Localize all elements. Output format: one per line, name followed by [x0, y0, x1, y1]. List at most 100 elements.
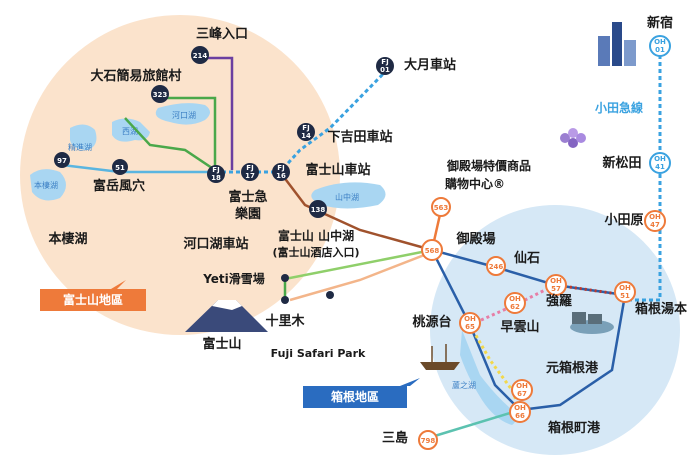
pirate-ship-icon [420, 344, 460, 370]
kawaguchiko-lake [155, 103, 210, 125]
narusawa-label: 富岳風穴 [93, 178, 145, 194]
kawaguchiko-marker[interactable]: FJ 18 [207, 165, 225, 183]
hakonemachi-label: 箱根町港 [548, 420, 601, 436]
motohakone-marker[interactable]: OH 67 [511, 379, 533, 401]
narusawa-marker[interactable]: 51 [112, 159, 128, 175]
shinmatsuda-marker[interactable]: OH 41 [649, 152, 671, 174]
fujisan-marker[interactable]: FJ 16 [272, 163, 290, 181]
gotemba-label: 御殿場 [455, 231, 495, 247]
kawaguchiko-lake-label: 河口湖 [172, 110, 196, 120]
odawara-code-num: 47 [650, 221, 660, 229]
hakone-region-label: 箱根地區 [331, 389, 379, 404]
fujisan-code-num: 16 [276, 172, 286, 180]
narusawa-code: 51 [115, 164, 125, 172]
gotemba-outlet-marker[interactable]: 563 [431, 197, 451, 217]
sounzan-code-prefix: OH [509, 295, 521, 303]
gora-code-prefix: OH [550, 277, 562, 285]
bus-route-lakeside [519, 294, 627, 412]
hakonemachi-code-prefix: OH [514, 404, 526, 412]
city-buildings-icon [598, 22, 636, 66]
mitsutoge-code: 214 [193, 52, 208, 60]
motosu-label: 本棲湖 [48, 231, 87, 247]
hakonemachi-marker[interactable]: OH 66 [509, 401, 531, 423]
hakonemachi-code-num: 66 [515, 412, 525, 420]
shinmatsuda-label: 新松田 [602, 155, 641, 171]
bus-route-green [124, 96, 217, 173]
gotemba-outlet-code: 563 [434, 204, 449, 212]
yamanakako-lake [311, 182, 386, 209]
fujisan-code-prefix: FJ [277, 164, 284, 172]
ashinoko-lake [460, 330, 516, 425]
togendai-marker[interactable]: OH 65 [459, 312, 481, 334]
shojiko-lake [70, 124, 97, 150]
fuji-region-label: 富士山地區 [63, 292, 123, 307]
yeti-point[interactable] [281, 274, 289, 282]
sengoku-code: 246 [489, 263, 504, 271]
mt-fuji-icon [185, 300, 268, 332]
odawara-label: 小田原 [604, 213, 643, 228]
shinjuku-label: 新宿 [647, 15, 673, 31]
odawara-code-prefix: OH [649, 213, 661, 221]
motosu-code: 97 [57, 157, 67, 165]
gora-marker[interactable]: OH 57 [545, 274, 567, 296]
hakoneyumoto-marker[interactable]: OH 51 [614, 281, 636, 303]
oishi-marker[interactable]: 323 [151, 85, 169, 103]
safari-point[interactable] [326, 291, 334, 299]
gotemba-outlet-label-2: 購物中心® [444, 176, 505, 191]
yamanakako-marker[interactable]: 138 [309, 200, 327, 218]
yamanakako-sub-label: (富士山酒店入口) [272, 245, 359, 259]
jurigi-point[interactable] [281, 296, 289, 304]
fujikyu-code-num: 17 [245, 172, 255, 180]
fuji-region-badge: 富士山地區 [40, 280, 146, 311]
sounzan-marker[interactable]: OH 62 [504, 292, 526, 314]
mishima-code: 798 [421, 437, 436, 445]
saiko-label: 西湖 [122, 127, 138, 136]
oishi-code: 323 [153, 91, 168, 99]
motosuko-lake [30, 169, 66, 201]
sengoku-marker[interactable]: 246 [486, 256, 506, 276]
mitsutoge-marker[interactable]: 214 [191, 46, 209, 64]
mtfuji-label: 富士山 [202, 336, 241, 352]
hakoneyumoto-code-num: 51 [620, 292, 630, 300]
kawaguchiko-code-prefix: FJ [212, 166, 219, 174]
fujikyu-code-prefix: FJ [246, 164, 253, 172]
fujisan-label: 富士山車站 [305, 162, 370, 178]
motohakone-code-num: 67 [517, 390, 527, 398]
shojiko-label: 精進湖 [68, 142, 92, 152]
ashinoko-label: 蘆之湖 [452, 380, 476, 390]
sengoku-label: 仙石 [514, 250, 540, 266]
mishima-marker[interactable]: 798 [418, 430, 438, 450]
gotemba-code: 568 [425, 247, 440, 255]
otsuki-marker[interactable]: FJ 01 [376, 57, 394, 75]
yamanakako-code: 138 [311, 206, 326, 214]
fujikyu-marker[interactable]: FJ 17 [241, 163, 259, 181]
motosu-marker[interactable]: 97 [54, 152, 70, 168]
togendai-code-num: 65 [465, 323, 475, 331]
motohakone-label: 元箱根港 [546, 360, 599, 376]
motohakone-code-prefix: OH [516, 382, 528, 390]
hakoneyumoto-code-prefix: OH [619, 284, 631, 292]
gotemba-marker[interactable]: 568 [421, 239, 443, 261]
hydrangea-icon [560, 128, 586, 148]
otsuki-code-prefix: FJ [381, 58, 388, 66]
odakyu-line-label: 小田急線 [595, 100, 643, 115]
gora-label: 強羅 [546, 293, 572, 309]
shimoyoshida-code-num: 14 [301, 132, 311, 140]
shimoyoshida-marker[interactable]: FJ 14 [297, 123, 315, 141]
bus-route-mishima [427, 408, 521, 440]
otsuki-code-num: 01 [380, 66, 390, 74]
shinjuku-code-prefix: OH [654, 38, 666, 46]
togendai-label: 桃源台 [412, 314, 451, 330]
shinmatsuda-code-prefix: OH [654, 155, 666, 163]
shinjuku-marker[interactable]: OH 01 [649, 35, 671, 57]
hakoneyumoto-label: 箱根湯本 [635, 301, 687, 317]
oishi-label: 大石簡易旅館村 [90, 68, 181, 84]
kawaguchiko-label: 河口湖車站 [183, 236, 248, 252]
shimoyoshida-label: 下吉田車站 [327, 129, 392, 145]
jurigi-label: 十里木 [265, 313, 305, 329]
kawaguchiko-code-num: 18 [211, 174, 221, 182]
gora-code-num: 57 [551, 285, 561, 293]
odawara-marker[interactable]: OH 47 [644, 210, 666, 232]
